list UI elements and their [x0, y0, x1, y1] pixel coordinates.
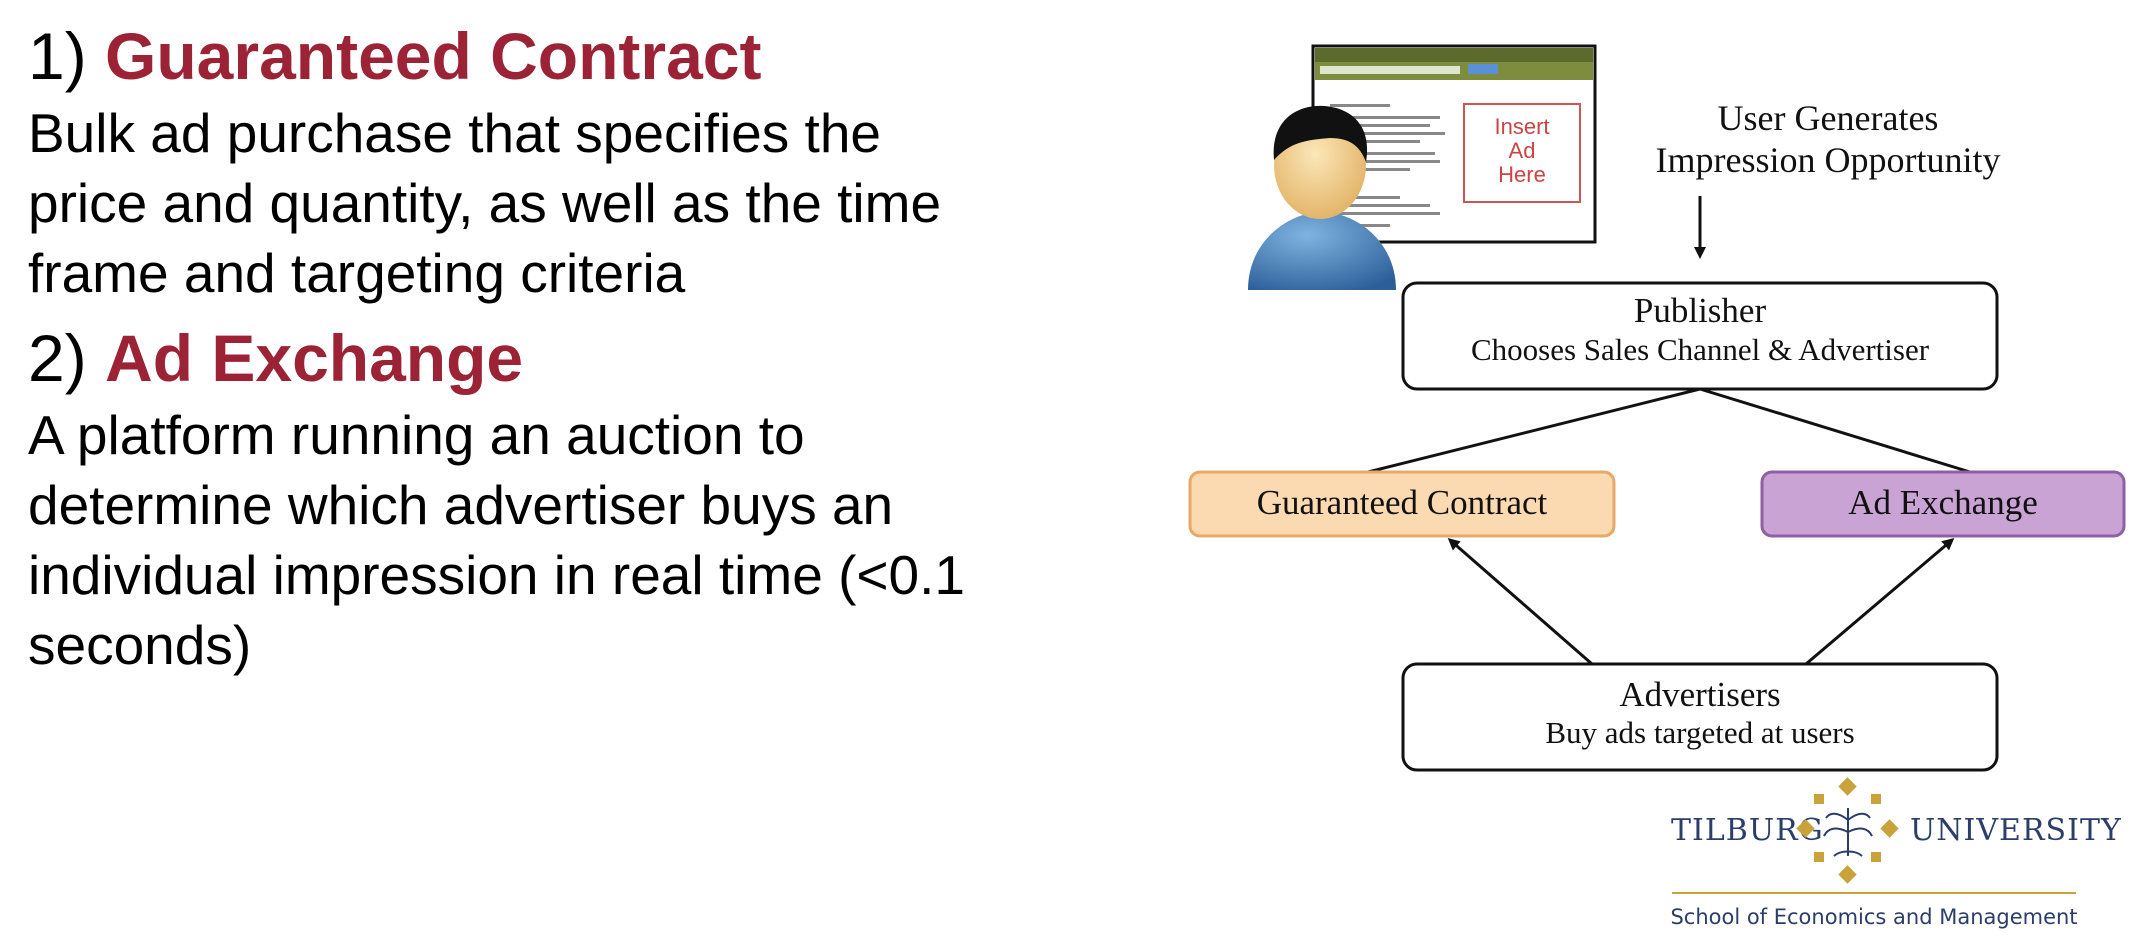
section-1-number: 1) [28, 19, 87, 93]
section-1-description-line: Bulk ad purchase that specifies the [28, 102, 882, 164]
guaranteed-contract-box: Guaranteed Contract [1188, 470, 1616, 538]
section-2-title: Ad Exchange [105, 321, 524, 395]
section-2-heading: 2) Ad Exchange [28, 316, 1088, 400]
publisher-to-guaranteed-line [1367, 387, 1701, 474]
publisher-title: Publisher [1634, 291, 1767, 330]
section-1-description: Bulk ad purchase that specifies the pric… [28, 98, 1088, 308]
ad-slot [1463, 103, 1581, 203]
logo-left-word: TILBURG [1671, 813, 1824, 848]
section-2-description: A platform running an auction to determi… [28, 400, 1088, 680]
advertisers-to-guaranteed-arrow [1447, 538, 1593, 666]
logo-right-word: UNIVERSITY [1910, 813, 2122, 848]
ad-exchange-label: Ad Exchange [1848, 483, 2038, 522]
impression-opportunity-label: Impression Opportunity [1656, 140, 2001, 180]
section-1-description-line: frame and targeting criteria [28, 242, 686, 304]
publisher-box: Publisher Chooses Sales Channel & Advert… [1401, 281, 1999, 391]
publisher-to-exchange-line [1699, 387, 1971, 474]
user-generates-label: User Generates [1718, 98, 1939, 138]
publisher-subtitle: Chooses Sales Channel & Advertiser [1471, 332, 1930, 367]
user-avatar-icon [1248, 105, 1396, 290]
section-2-description-line: determine which advertiser buys an [28, 474, 894, 536]
ad-slot-text: Here [1498, 162, 1546, 187]
section-2-number: 2) [28, 321, 87, 395]
advertisers-title: Advertisers [1619, 675, 1780, 714]
tilburg-university-logo: TILBURG UNIVERSITY School of Economics a… [1670, 777, 2122, 929]
ad-slot-text: Ad [1509, 138, 1536, 163]
section-2-description-line: A platform running an auction to [28, 404, 805, 466]
guaranteed-contract-label: Guaranteed Contract [1257, 483, 1548, 522]
section-1-description-line: price and quantity, as well as the time [28, 172, 942, 234]
section-1-title: Guaranteed Contract [105, 19, 762, 93]
advertisers-to-exchange-arrow [1805, 538, 1955, 666]
section-2-description-line: seconds) [28, 614, 252, 676]
logo-school-name: School of Economics and Management [1670, 905, 2077, 929]
section-2-description-line: individual impression in real time (<0.1 [28, 544, 965, 606]
text-column: 1) Guaranteed Contract Bulk ad purchase … [28, 14, 1088, 688]
advertisers-box: Advertisers Buy ads targeted at users [1401, 662, 1999, 772]
logo-tree-icon [1823, 808, 1873, 857]
ad-exchange-box: Ad Exchange [1760, 470, 2126, 538]
section-1-heading: 1) Guaranteed Contract [28, 14, 1088, 98]
ad-slot-text: Insert [1494, 114, 1549, 139]
advertisers-subtitle: Buy ads targeted at users [1545, 715, 1854, 750]
logo-emblem-icon [1796, 777, 1899, 884]
